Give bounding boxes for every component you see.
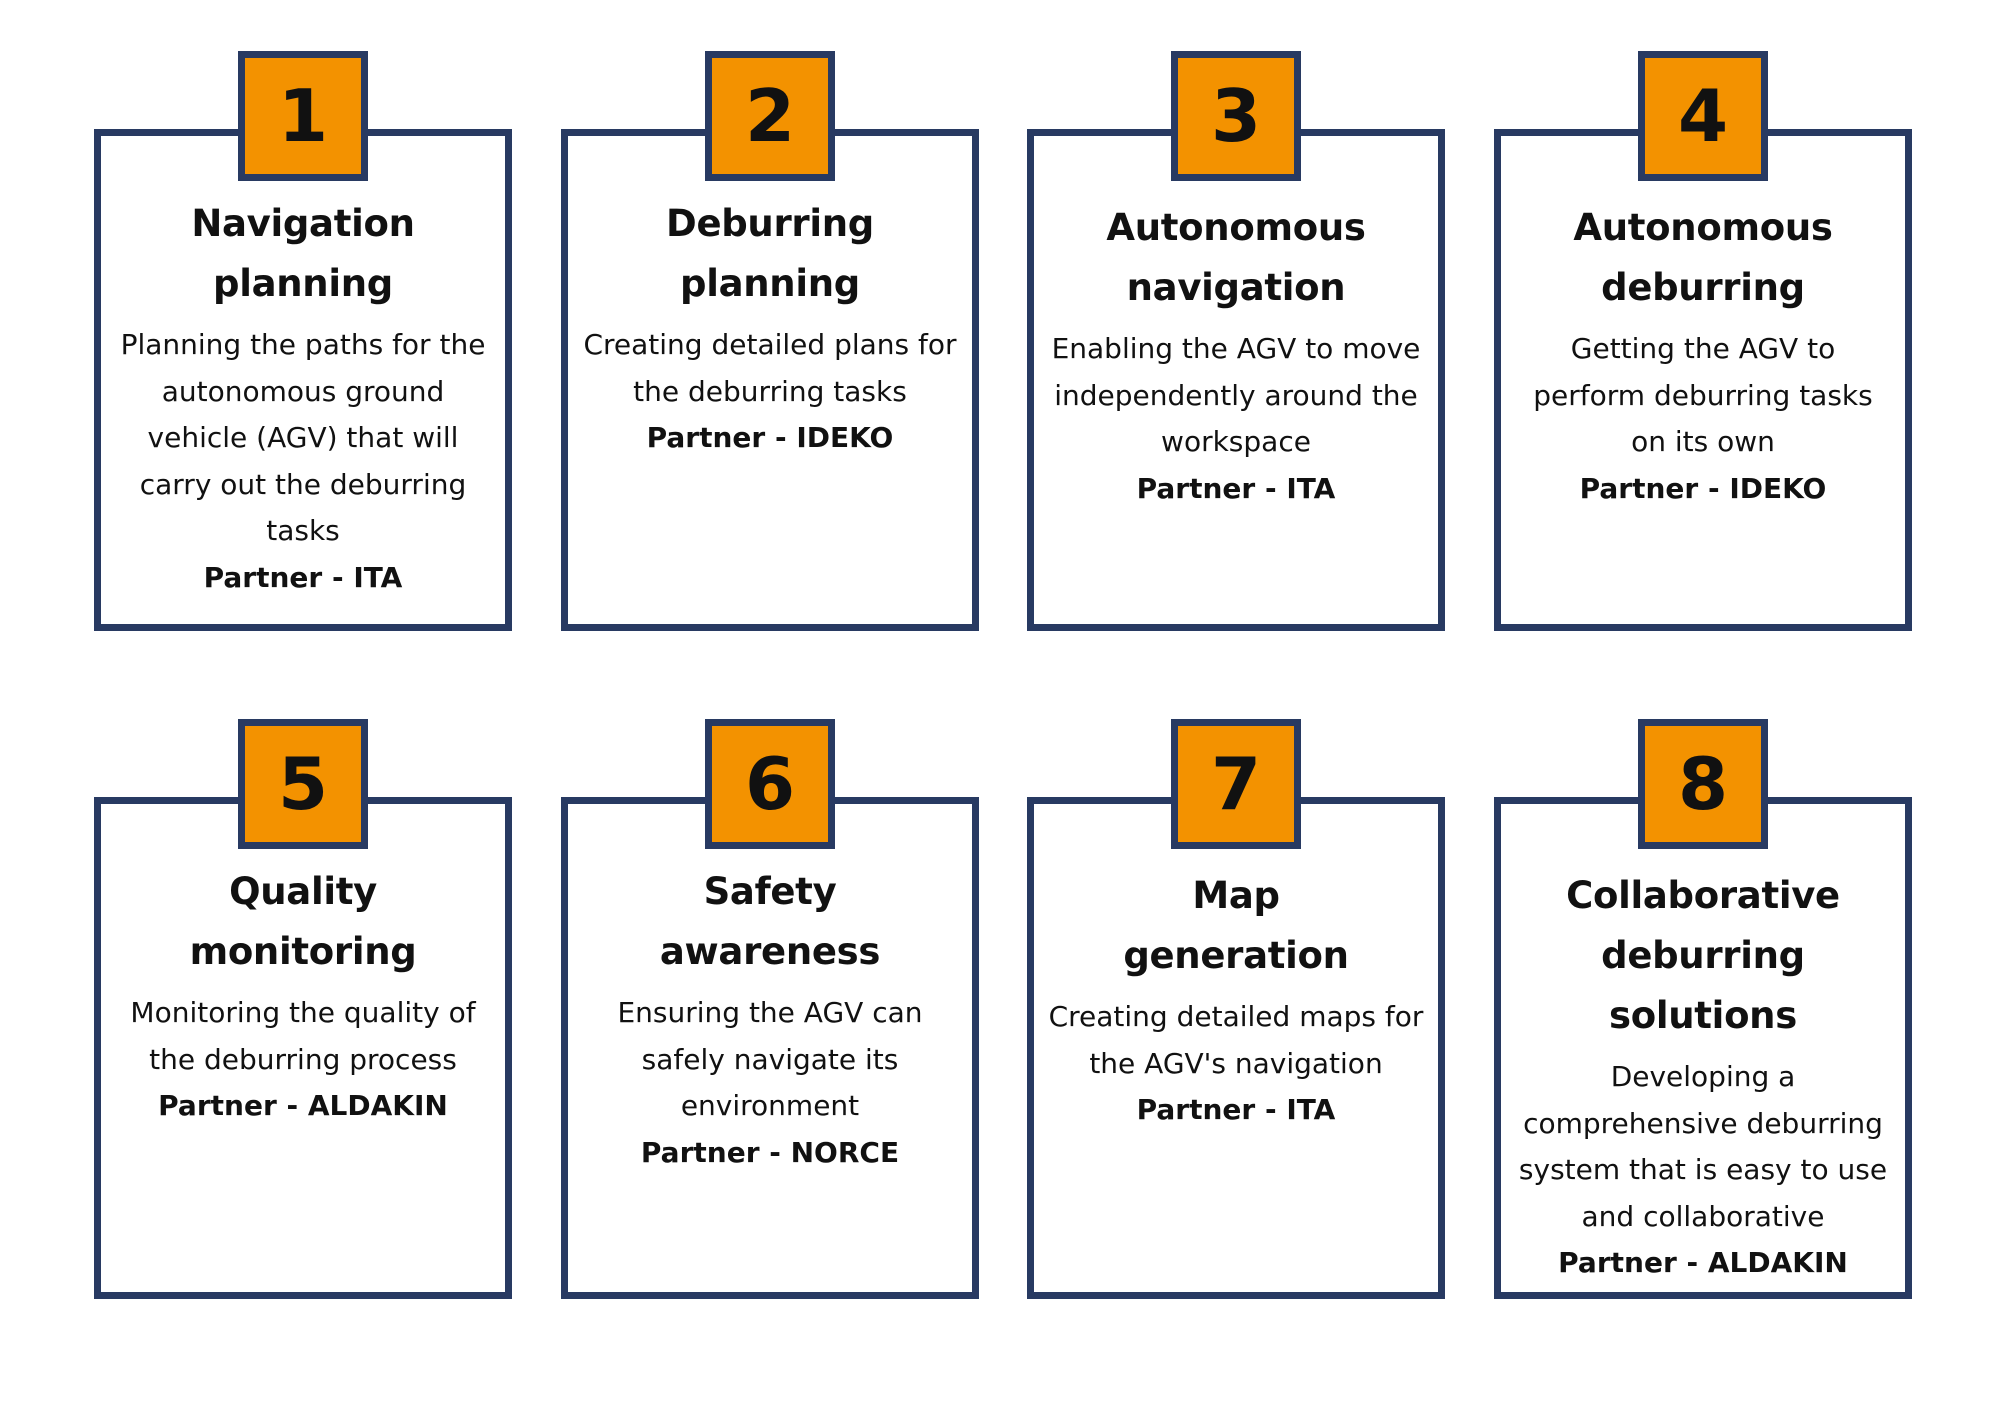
- card-title-line: Safety: [703, 870, 837, 913]
- step-number-badge: 5: [238, 719, 368, 849]
- card-content: Safety awareness Ensuring the AGV can sa…: [582, 862, 958, 1176]
- card-partner: Partner - ITA: [1136, 1093, 1336, 1126]
- card-title-line: Navigation: [191, 202, 415, 245]
- card-partner: Partner - ITA: [1136, 471, 1336, 505]
- card-content: Map generation Creating detailed maps fo…: [1048, 866, 1424, 1134]
- step-number-badge: 6: [705, 719, 835, 849]
- card-partner: Partner - IDEKO: [646, 421, 894, 454]
- step-number-badge: 1: [238, 51, 368, 181]
- card-description: Developing a comprehensive deburring sys…: [1518, 1060, 1888, 1233]
- card-title-line: monitoring: [189, 930, 417, 973]
- card-content: Autonomous navigation Enabling the AGV t…: [1048, 198, 1424, 512]
- card-title: Collaborative deburring solutions: [1515, 866, 1891, 1046]
- card-title-line: Map: [1192, 874, 1280, 917]
- card-title-line: planning: [213, 262, 393, 305]
- card-title: Autonomous deburring: [1515, 198, 1891, 318]
- card-2: 2 Deburring planning Creating detailed p…: [561, 51, 979, 631]
- step-number-badge: 7: [1171, 719, 1301, 849]
- card-7: 7 Map generation Creating detailed maps …: [1027, 719, 1445, 1299]
- card-partner: Partner - IDEKO: [1579, 471, 1827, 505]
- step-number-badge: 3: [1171, 51, 1301, 181]
- card-title-line: navigation: [1126, 266, 1346, 309]
- card-1: 1 Navigation planning Planning the paths…: [94, 51, 512, 631]
- card-description: Ensuring the AGV can safely navigate its…: [617, 996, 923, 1122]
- card-3: 3 Autonomous navigation Enabling the AGV…: [1027, 51, 1445, 631]
- card-title-line: Quality: [229, 870, 377, 913]
- card-title-line: Autonomous: [1106, 206, 1366, 249]
- card-title: Deburring planning: [582, 194, 958, 314]
- card-title-line: deburring: [1601, 266, 1805, 309]
- card-content: Deburring planning Creating detailed pla…: [582, 194, 958, 462]
- card-title-line: planning: [680, 262, 860, 305]
- card-title-line: generation: [1123, 934, 1349, 977]
- card-content: Collaborative deburring solutions Develo…: [1515, 866, 1891, 1287]
- card-title: Safety awareness: [582, 862, 958, 982]
- card-title-line: awareness: [659, 930, 881, 973]
- card-content: Autonomous deburring Getting the AGV to …: [1515, 198, 1891, 512]
- card-description: Planning the paths for the autonomous gr…: [120, 328, 486, 547]
- card-partner: Partner - ITA: [203, 560, 403, 594]
- card-title: Navigation planning: [115, 194, 491, 314]
- card-title-line: Deburring: [666, 202, 874, 245]
- card-6: 6 Safety awareness Ensuring the AGV can …: [561, 719, 979, 1299]
- card-partner: Partner - ALDAKIN: [1558, 1246, 1848, 1279]
- card-title-line: Collaborative: [1566, 874, 1840, 917]
- card-title: Map generation: [1048, 866, 1424, 986]
- card-8: 8 Collaborative deburring solutions Deve…: [1494, 719, 1912, 1299]
- card-partner: Partner - ALDAKIN: [158, 1089, 448, 1122]
- card-title-line: Autonomous: [1573, 206, 1833, 249]
- card-description: Enabling the AGV to move independently a…: [1051, 332, 1421, 458]
- step-number-badge: 2: [705, 51, 835, 181]
- card-title-line: deburring solutions: [1601, 934, 1805, 1037]
- card-content: Quality monitoring Monitoring the qualit…: [115, 862, 491, 1130]
- card-description: Creating detailed plans for the deburrin…: [583, 328, 957, 408]
- card-description: Getting the AGV to perform deburring tas…: [1533, 332, 1873, 458]
- card-partner: Partner - NORCE: [640, 1135, 900, 1169]
- step-number-badge: 8: [1638, 719, 1768, 849]
- card-description: Monitoring the quality of the deburring …: [130, 996, 476, 1076]
- card-title: Autonomous navigation: [1048, 198, 1424, 318]
- card-content: Navigation planning Planning the paths f…: [115, 194, 491, 601]
- step-number-badge: 4: [1638, 51, 1768, 181]
- card-5: 5 Quality monitoring Monitoring the qual…: [94, 719, 512, 1299]
- card-4: 4 Autonomous deburring Getting the AGV t…: [1494, 51, 1912, 631]
- card-description: Creating detailed maps for the AGV's nav…: [1048, 1000, 1424, 1080]
- card-title: Quality monitoring: [115, 862, 491, 982]
